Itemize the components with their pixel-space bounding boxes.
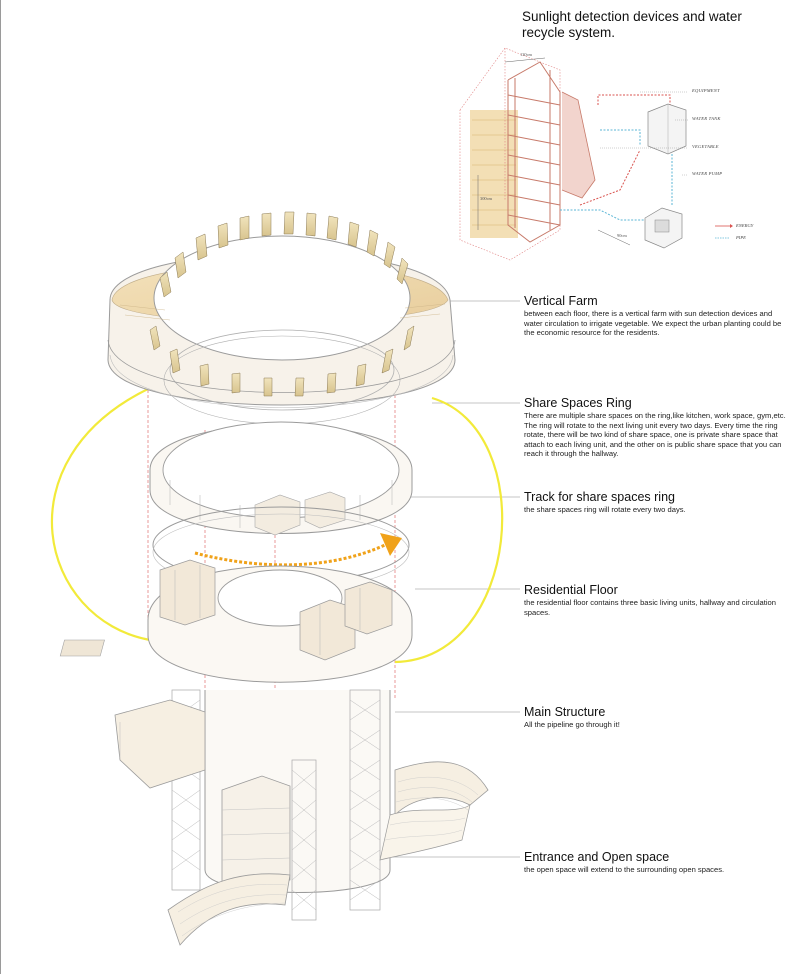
inset-dim-width: 130cm [520, 52, 532, 57]
inset-dim-depth: 90cm [617, 233, 627, 238]
annotation-title: Entrance and Open space [524, 850, 670, 864]
inset-label-vegetable: VEGETABLE [692, 144, 719, 149]
annotation-title: Vertical Farm [524, 294, 598, 308]
rotation-arc-right [394, 396, 504, 664]
inset-planting-block [470, 110, 518, 238]
main-structure [171, 689, 391, 921]
annotation-title: Residential Floor [524, 583, 618, 597]
entrance-open-space [114, 699, 489, 946]
inset-dim-height: 300cm [480, 196, 492, 201]
living-unit-3 [344, 581, 393, 635]
inset-ladder-structure [507, 61, 561, 243]
living-unit-1 [159, 559, 216, 626]
annotation-entrance-open-space: Entrance and Open space the open space w… [524, 850, 786, 875]
annotation-title: Share Spaces Ring [524, 396, 632, 410]
annotation-vertical-farm: Vertical Farm between each floor, there … [524, 294, 786, 338]
annotation-body: the residential floor contains three bas… [524, 598, 776, 617]
inset-pipes [560, 94, 673, 221]
annotation-body: the open space will extend to the surrou… [524, 865, 725, 874]
inset-dimension-lines [477, 57, 631, 246]
share-spaces-ring [149, 421, 413, 536]
annotation-track: Track for share spaces ring the share sp… [524, 490, 786, 515]
annotation-share-spaces-ring: Share Spaces Ring There are multiple sha… [524, 396, 786, 459]
inset-side-panel [561, 91, 596, 199]
inset-label-water-pump: WATER PUMP [692, 171, 723, 176]
inset-water-tank [647, 103, 687, 155]
annotation-title: Main Structure [524, 705, 606, 719]
inset-frame-lines [459, 47, 561, 261]
inset-legend-marks [715, 224, 733, 239]
inset-label-leaders [600, 91, 688, 176]
inset-label-water-tank: WATER TANK [692, 116, 721, 121]
inset-title: Sunlight detection devices and water rec… [522, 9, 742, 40]
annotation-body: between each floor, there is a vertical … [524, 309, 782, 338]
inset-label-equipment: EQUIPMENT [692, 88, 720, 93]
annotation-main-structure: Main Structure All the pipeline go throu… [524, 705, 786, 730]
annotation-body: There are multiple share spaces on the r… [524, 411, 786, 459]
inset-water-pump [644, 207, 683, 249]
rotation-arc-left [50, 387, 151, 642]
page-left-border [0, 0, 1, 974]
inset-legend-energy: ENERGY [736, 223, 754, 228]
annotation-body: All the pipeline go through it! [524, 720, 620, 729]
annotation-residential-floor: Residential Floor the residential floor … [524, 583, 786, 617]
inset-system-diagram [459, 47, 733, 261]
vertical-farm-ring [107, 211, 456, 425]
residential-floor [59, 559, 413, 683]
rotation-arrow [194, 533, 402, 567]
annotation-body: the share spaces ring will rotate every … [524, 505, 686, 514]
living-unit-2 [299, 599, 356, 661]
annotation-title: Track for share spaces ring [524, 490, 675, 504]
inset-legend-pipe: PIPE [736, 235, 746, 240]
